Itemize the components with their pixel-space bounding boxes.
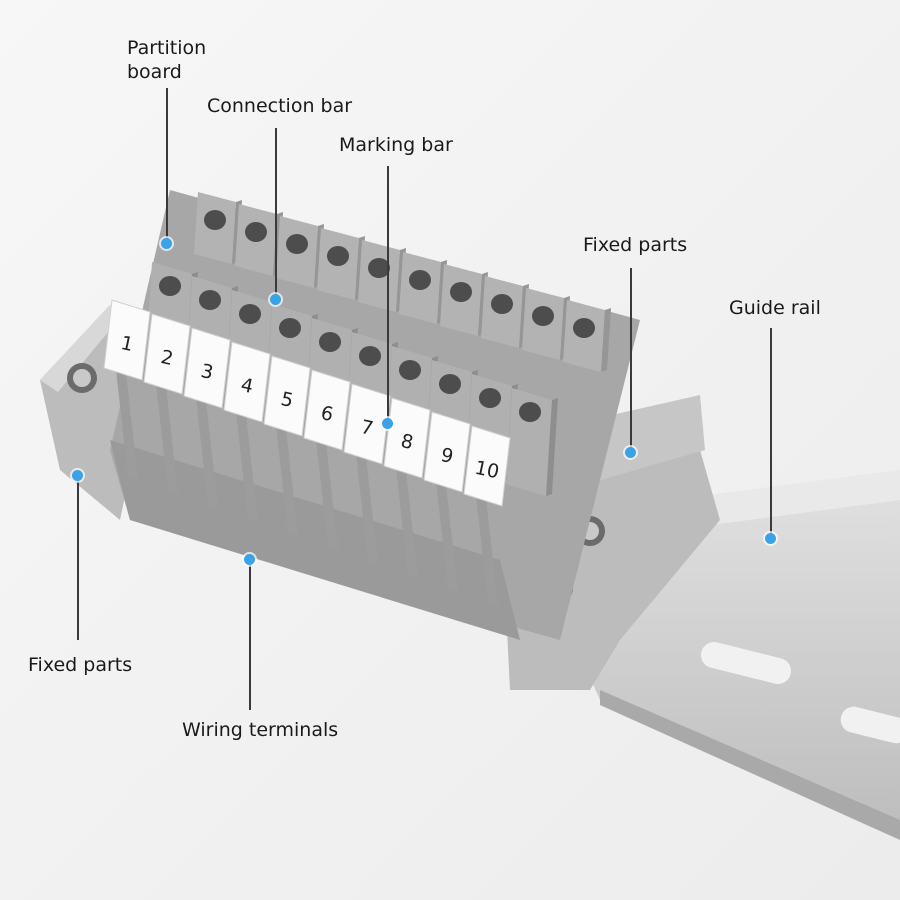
fixed-parts-left-label: Fixed parts xyxy=(28,654,133,676)
guide-rail-leader xyxy=(770,328,772,536)
back-terminal-module xyxy=(522,288,570,360)
marking-bar-label: Marking bar xyxy=(339,134,453,156)
front-terminal-module: 10 xyxy=(463,388,558,606)
back-terminal-module xyxy=(399,252,447,324)
connection-bar-leader xyxy=(275,128,277,296)
partition-board-label: Partition board xyxy=(127,37,207,83)
screw-hole xyxy=(532,306,554,326)
marker-tag xyxy=(183,327,231,409)
connection-bar-dot xyxy=(270,294,281,305)
screw-hole xyxy=(573,318,595,338)
marker-tag xyxy=(103,299,151,381)
partition-board-dot xyxy=(161,238,172,249)
screw-hole xyxy=(319,332,341,352)
fixed-parts-right-label: Fixed parts xyxy=(583,234,688,256)
marking-bar-dot xyxy=(382,418,393,429)
screw-hole xyxy=(245,222,267,242)
back-terminal-module xyxy=(317,228,365,300)
marking-bar-leader xyxy=(387,166,389,420)
screw-hole xyxy=(359,346,381,366)
back-terminal-row xyxy=(194,192,611,372)
marker-number: 2 xyxy=(159,346,175,370)
marker-number: 3 xyxy=(199,360,215,384)
wiring-terminals-dot xyxy=(244,554,255,565)
marker-number: 1 xyxy=(119,332,135,356)
fixed-parts-left-dot xyxy=(72,470,83,481)
screw-hole xyxy=(399,360,421,380)
marker-number: 5 xyxy=(279,388,295,412)
back-terminal-module xyxy=(563,300,611,372)
marker-tag xyxy=(223,341,271,423)
rail-slot xyxy=(840,706,900,744)
marker-tag xyxy=(423,411,471,493)
screw-hole xyxy=(279,318,301,338)
marker-tag xyxy=(383,397,431,479)
marker-number: 4 xyxy=(239,374,255,398)
guide-rail-dot xyxy=(765,533,776,544)
marker-number: 10 xyxy=(473,457,501,484)
connection-bar-label: Connection bar xyxy=(207,95,353,117)
back-terminal-module xyxy=(440,264,488,336)
fixed-parts-left-leader xyxy=(77,478,79,640)
screw-hole xyxy=(519,402,541,422)
marker-tag xyxy=(143,313,191,395)
screw-hole xyxy=(239,304,261,324)
fixed-parts-right-dot xyxy=(625,447,636,458)
guide-rail-label: Guide rail xyxy=(729,297,821,319)
marker-number: 6 xyxy=(319,402,335,426)
back-terminal-module xyxy=(194,192,242,264)
marker-tag xyxy=(263,355,311,437)
screw-hole xyxy=(368,258,390,278)
screw-hole xyxy=(286,234,308,254)
screw-hole xyxy=(199,290,221,310)
screw-hole xyxy=(450,282,472,302)
screw-hole xyxy=(479,388,501,408)
screw-head xyxy=(73,369,91,387)
marker-tag xyxy=(463,425,511,507)
rail-slot xyxy=(700,642,792,684)
marker-number: 8 xyxy=(399,430,415,454)
marker-tag xyxy=(343,383,391,465)
back-terminal-module xyxy=(276,216,324,288)
fixed-parts-right-leader xyxy=(630,268,632,450)
screw-hole xyxy=(439,374,461,394)
wiring-terminals-leader xyxy=(249,562,251,710)
wiring-terminals-label: Wiring terminals xyxy=(182,719,339,741)
screw-hole xyxy=(204,210,226,230)
screw-hole xyxy=(409,270,431,290)
back-terminal-module xyxy=(481,276,529,348)
marker-number: 7 xyxy=(359,416,375,440)
marker-number: 9 xyxy=(439,444,455,468)
screw-hole xyxy=(491,294,513,314)
back-terminal-module xyxy=(358,240,406,312)
screw-hole xyxy=(159,276,181,296)
screw-hole xyxy=(327,246,349,266)
partition-board-leader xyxy=(166,88,168,240)
marker-tag xyxy=(303,369,351,451)
